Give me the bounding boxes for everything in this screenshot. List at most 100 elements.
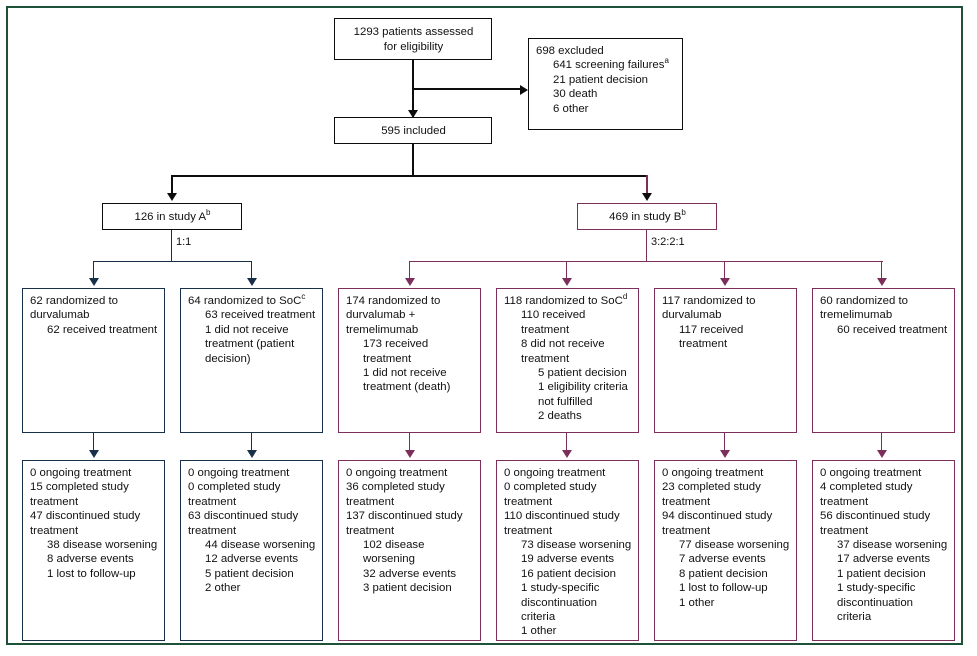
- arrow-b-arm2: [562, 278, 572, 286]
- out-b3-l0-3: 94 discontinued study: [662, 510, 773, 523]
- arrow-to-study-b: [642, 193, 652, 201]
- connector-rand-to-outcome-1: [93, 433, 95, 453]
- out-b1-l1-2: 3 patient decision: [363, 582, 452, 595]
- rand-b1-l0-0: 174 randomized to: [346, 295, 441, 307]
- out-b1-l0-4: treatment: [346, 524, 395, 537]
- out-a2-l0-1: 0 completed study: [188, 481, 281, 494]
- rand-b4-l0-1: tremelimumab: [820, 309, 893, 322]
- arrow-outcome-3: [405, 450, 415, 458]
- footnote-marker-b-b: b: [681, 208, 686, 217]
- connector-b-arm4: [881, 261, 883, 281]
- connector-study-b-stem: [646, 230, 648, 262]
- connector-included-stem: [412, 144, 414, 176]
- out-b3-l1-0: 77 disease worsening: [679, 539, 790, 552]
- out-b4-l1-4: discontinuation criteria: [837, 596, 913, 624]
- arrow-to-study-a: [167, 193, 177, 201]
- rand-b2-l0-0: 118 randomized to SoCd: [504, 292, 628, 307]
- rand-b3-l1-0: 117 received treatment: [679, 323, 744, 351]
- out-a2-l1-3: 2 other: [205, 582, 241, 595]
- out-b2-l1-1: 19 adverse events: [521, 553, 615, 566]
- arrow-outcome-4: [562, 450, 572, 458]
- node-study-a: 126 in study Ab: [102, 203, 242, 230]
- diagram-frame: [6, 6, 963, 645]
- connector-to-excluded: [412, 88, 522, 90]
- rand-a1-l0-0: 62 randomized to: [30, 295, 119, 307]
- connector-a-arm1: [93, 261, 95, 281]
- out-b2-l0-3: 110 discontinued study: [504, 510, 620, 523]
- out-a1-l1-2: 1 lost to follow-up: [47, 567, 136, 580]
- out-a1-l1-1: 8 adverse events: [47, 553, 134, 566]
- out-b4-l0-3: 56 discontinued study: [820, 510, 931, 523]
- out-b3-l0-0: 0 ongoing treatment: [662, 467, 764, 479]
- arrow-b-arm4: [877, 278, 887, 286]
- randomization-box-arm-durvalumab-b: 117 randomized to durvalumab 117 receive…: [654, 288, 797, 433]
- out-b2-l1-4: discontinuation criteria: [521, 596, 597, 624]
- node-excluded: 698 excluded 641 screening failuresa 21 …: [528, 38, 683, 130]
- arrow-a-arm1: [89, 278, 99, 286]
- arrow-to-excluded: [520, 84, 528, 95]
- rand-b3-l0-1: durvalumab: [662, 309, 722, 322]
- rand-a2-l1-1: 1 did not receive: [205, 323, 289, 336]
- arrow-b-arm3: [720, 278, 730, 286]
- arrow-outcome-6: [877, 450, 887, 458]
- out-b4-l1-3: 1 study-specific: [837, 582, 916, 595]
- arrow-b-arm1: [405, 278, 415, 286]
- connector-to-study-b: [646, 175, 648, 197]
- arrow-to-included: [408, 110, 418, 118]
- randomization-box-arm-soc-b: 118 randomized to SoCd 110 received trea…: [496, 288, 639, 433]
- rand-b2-l2-1: 1 eligibility criteria: [538, 381, 628, 394]
- out-b2-l0-2: treatment: [504, 495, 553, 508]
- out-a2-l1-2: 5 patient decision: [205, 567, 294, 580]
- out-b3-l1-2: 8 patient decision: [679, 567, 768, 580]
- out-b1-l1-1: 32 adverse events: [363, 567, 457, 580]
- out-b1-l0-2: treatment: [346, 495, 395, 508]
- rand-b1-l1-0: 173 received treatment: [363, 338, 429, 365]
- study-a-label: 126 in study Ab: [134, 208, 211, 223]
- rand-a2-l1-0: 63 received treatment: [205, 309, 316, 322]
- out-b3-l0-1: 23 completed study: [662, 481, 761, 494]
- rand-a1-l0-1: durvalumab: [30, 309, 90, 322]
- out-b2-l0-4: treatment: [504, 524, 553, 537]
- out-a2-l0-4: treatment: [188, 524, 237, 537]
- outcome-box-arm-soc-a: 0 ongoing treatment 0 completed study tr…: [180, 460, 323, 641]
- outcome-box-arm-durvalumab-b: 0 ongoing treatment 23 completed study t…: [654, 460, 797, 641]
- rand-b2-l2-2: not fulfilled: [538, 395, 593, 408]
- rand-b4-l1-0: 60 received treatment: [837, 323, 948, 336]
- connector-study-b-split: [409, 261, 883, 263]
- out-b2-l1-2: 16 patient decision: [521, 567, 616, 580]
- randomization-box-arm-durvalumab-a: 62 randomized to durvalumab 62 received …: [22, 288, 165, 433]
- connector-study-a-stem: [171, 230, 173, 262]
- out-a2-l1-0: 44 disease worsening: [205, 539, 316, 552]
- out-b4-l1-1: 17 adverse events: [837, 553, 931, 566]
- out-b2-l1-0: 73 disease worsening: [521, 539, 632, 552]
- out-a2-l1-1: 12 adverse events: [205, 553, 299, 566]
- connector-rand-to-outcome-2: [251, 433, 253, 453]
- connector-rand-to-outcome-5: [724, 433, 726, 453]
- out-b4-l1-2: 1 patient decision: [837, 567, 926, 580]
- out-b1-l1-0: 102 disease worsening: [363, 539, 425, 566]
- out-b3-l0-4: treatment: [662, 524, 711, 537]
- out-b4-l0-1: 4 completed study: [820, 481, 913, 494]
- out-b3-l1-4: 1 other: [679, 596, 715, 609]
- out-a1-l0-3: 47 discontinued study: [30, 510, 141, 523]
- connector-b-arm2: [566, 261, 568, 281]
- out-b2-l0-1: 0 completed study: [504, 481, 597, 494]
- connector-a-arm2: [251, 261, 253, 281]
- randomization-box-arm-tremelimumab-b: 60 randomized to tremelimumab 60 receive…: [812, 288, 955, 433]
- out-a2-l0-3: 63 discontinued study: [188, 510, 299, 523]
- out-a1-l0-2: treatment: [30, 495, 79, 508]
- out-b1-l0-0: 0 ongoing treatment: [346, 467, 448, 479]
- rand-a1-l1-0: 62 received treatment: [47, 323, 158, 336]
- randomization-box-arm-soc-a: 64 randomized to SoCc 63 received treatm…: [180, 288, 323, 433]
- rand-b2-l1-2: treatment: [521, 352, 570, 365]
- out-a1-l1-0: 38 disease worsening: [47, 539, 158, 552]
- included-line: 595 included: [381, 124, 446, 137]
- rand-b1-l0-1: durvalumab +: [346, 309, 416, 322]
- excluded-item-1: 21 patient decision: [553, 73, 648, 86]
- rand-b2-l1-0: 110 received treatment: [521, 309, 586, 336]
- ratio-label-study-a: 1:1: [176, 236, 192, 248]
- assessed-line-2: for eligibility: [383, 40, 444, 53]
- rand-b2-l1-1: 8 did not receive: [521, 338, 605, 351]
- rand-b1-l0-2: tremelimumab: [346, 323, 419, 336]
- footnote-marker-b-a: b: [206, 208, 211, 217]
